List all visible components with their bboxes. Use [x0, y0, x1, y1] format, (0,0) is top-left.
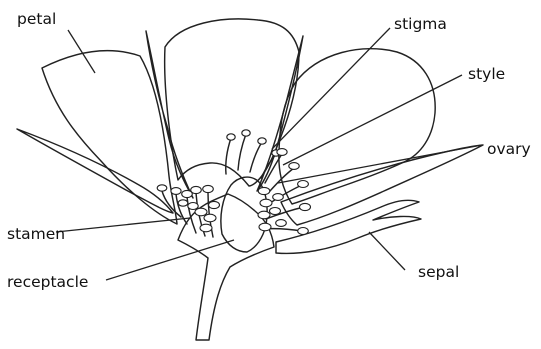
ovary-label: ovary: [487, 140, 531, 158]
stigma-label: stigma: [394, 15, 447, 33]
style-label: style: [468, 65, 505, 83]
receptacle-label: receptacle: [7, 273, 88, 291]
sepal-label: sepal: [418, 263, 459, 281]
stamen-label: stamen: [7, 225, 65, 243]
petal-label: petal: [17, 10, 56, 28]
